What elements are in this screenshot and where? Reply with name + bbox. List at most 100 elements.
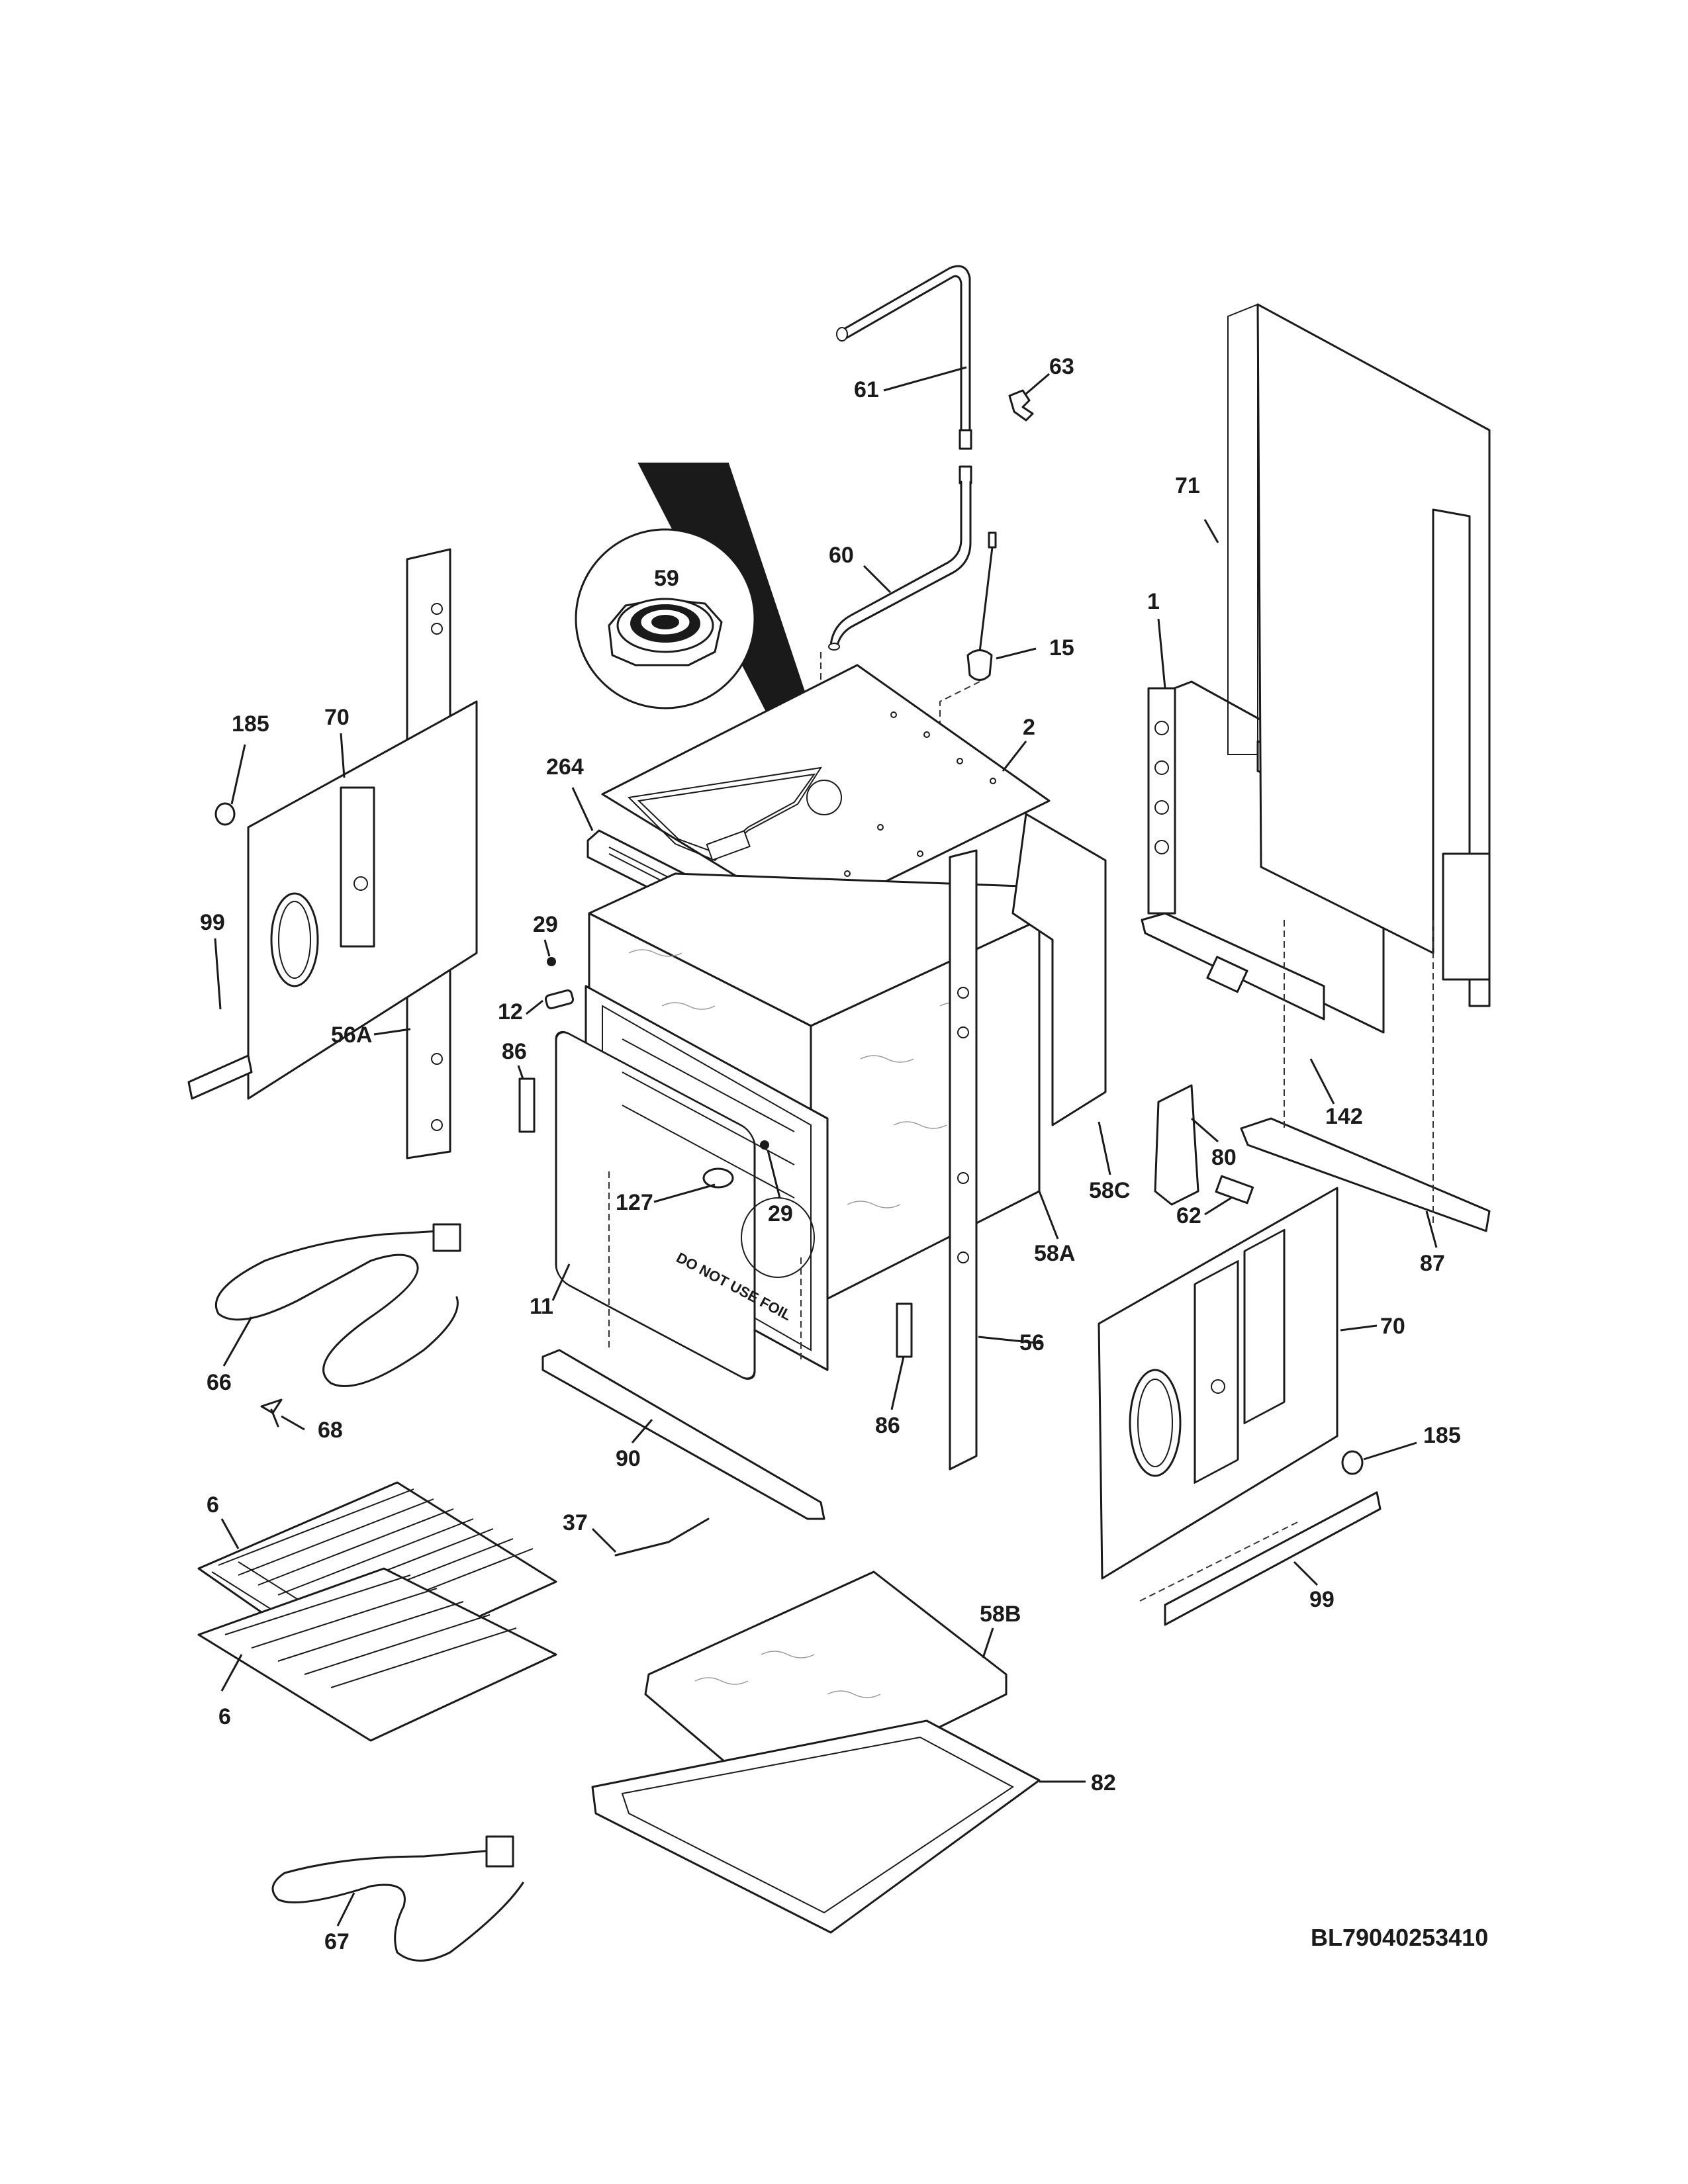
rear-frame-rail [1240, 1117, 1491, 1232]
hinge-receiver-left [518, 1077, 536, 1133]
broil-element [214, 1230, 459, 1387]
oven-light [544, 989, 575, 1009]
label-15: 15 [1049, 635, 1074, 660]
label-29-top: 29 [533, 912, 558, 937]
leader-264 [571, 787, 594, 831]
label-67: 67 [324, 1929, 350, 1954]
broil-element-bracket [432, 1223, 461, 1252]
bracket-left [187, 1054, 253, 1100]
leader-63 [1025, 373, 1050, 395]
leader-70-right [1340, 1324, 1378, 1332]
rear-shroud [1227, 303, 1491, 1007]
vent-tube-lower [828, 465, 972, 651]
label-264: 264 [546, 754, 584, 780]
label-99-right: 99 [1309, 1587, 1335, 1612]
leader-61 [883, 366, 967, 392]
label-56: 56 [1019, 1330, 1045, 1355]
leader-56 [978, 1336, 1043, 1345]
hinge-bracket [1154, 1084, 1199, 1206]
label-6-top: 6 [207, 1492, 219, 1518]
oven-rack-lower [197, 1567, 557, 1742]
bake-element-bracket [485, 1835, 514, 1868]
leader-56A [373, 1028, 411, 1036]
label-82: 82 [1091, 1770, 1116, 1796]
leader-60 [863, 565, 892, 594]
leader-68 [281, 1415, 305, 1431]
leader-58A [1038, 1191, 1059, 1240]
label-86-left: 86 [502, 1039, 527, 1064]
side-panel-right [1098, 1187, 1338, 1580]
leader-142 [1309, 1058, 1335, 1105]
label-185-left: 185 [232, 711, 269, 737]
leader-6-top [220, 1518, 240, 1549]
label-71: 71 [1175, 473, 1200, 498]
label-86-right: 86 [875, 1413, 900, 1438]
label-80: 80 [1211, 1145, 1237, 1170]
label-59: 59 [654, 566, 679, 591]
drawing-code: BL79040253410 [1311, 1924, 1488, 1951]
screw-inner [760, 1140, 769, 1150]
plug-left [214, 802, 236, 826]
label-127: 127 [616, 1190, 653, 1215]
oven-front-frame [555, 985, 829, 1380]
leader-99-left [214, 938, 222, 1010]
vent-tube-upper [836, 265, 972, 450]
bottom-insulation [644, 1570, 1008, 1808]
plug-right [1341, 1450, 1364, 1475]
label-37: 37 [563, 1510, 588, 1535]
label-11: 11 [530, 1294, 553, 1319]
leader-37 [591, 1527, 617, 1553]
hinge-receiver-right [896, 1302, 913, 1358]
grommet-detail [575, 463, 839, 805]
screw-top [547, 957, 556, 966]
leader-66 [222, 1316, 253, 1367]
leader-29-inner [767, 1150, 781, 1199]
label-12: 12 [498, 999, 523, 1024]
leader-11 [551, 1263, 571, 1301]
leader-62 [1204, 1197, 1232, 1216]
leader-185-left [230, 744, 246, 805]
leader-67 [336, 1892, 355, 1927]
label-99-left: 99 [200, 910, 225, 935]
sensor-wire [614, 1518, 710, 1557]
leader-58C [1098, 1121, 1111, 1175]
leader-15 [996, 647, 1037, 660]
label-56A: 56A [331, 1023, 372, 1048]
label-90: 90 [616, 1446, 641, 1471]
leader-12 [526, 999, 543, 1015]
side-rail-right [949, 849, 978, 1471]
label-142: 142 [1325, 1104, 1363, 1129]
label-1: 1 [1147, 589, 1160, 614]
label-60: 60 [829, 543, 854, 568]
label-63: 63 [1049, 354, 1074, 379]
label-62: 62 [1176, 1203, 1201, 1228]
label-185-right: 185 [1423, 1423, 1461, 1448]
label-2: 2 [1023, 715, 1035, 740]
element-screw [260, 1398, 283, 1428]
leader-29-top [543, 939, 551, 957]
leader-87 [1425, 1210, 1438, 1248]
leader-70-left [340, 733, 346, 778]
leader-2 [1002, 741, 1027, 772]
leader-86-left [517, 1065, 524, 1079]
leader-86-right [890, 1356, 905, 1410]
bake-element [271, 1848, 524, 1962]
label-70-right: 70 [1380, 1314, 1405, 1339]
leader-99-right [1293, 1561, 1319, 1586]
terminal-block [1215, 1175, 1254, 1205]
leader-1 [1157, 618, 1166, 689]
temperature-sensor [966, 531, 997, 681]
label-6-bottom: 6 [218, 1704, 231, 1729]
side-panel-left [247, 700, 478, 1100]
insulation-texture [694, 1651, 881, 1698]
label-58A: 58A [1034, 1241, 1075, 1266]
label-58B: 58B [980, 1602, 1021, 1627]
bottom-pan [591, 1719, 1041, 1934]
lower-trim [541, 1349, 825, 1520]
leader-80 [1191, 1117, 1219, 1143]
leader-58B [982, 1627, 994, 1659]
label-29-inner: 29 [768, 1201, 793, 1226]
label-68: 68 [318, 1418, 343, 1443]
label-66: 66 [207, 1370, 232, 1395]
